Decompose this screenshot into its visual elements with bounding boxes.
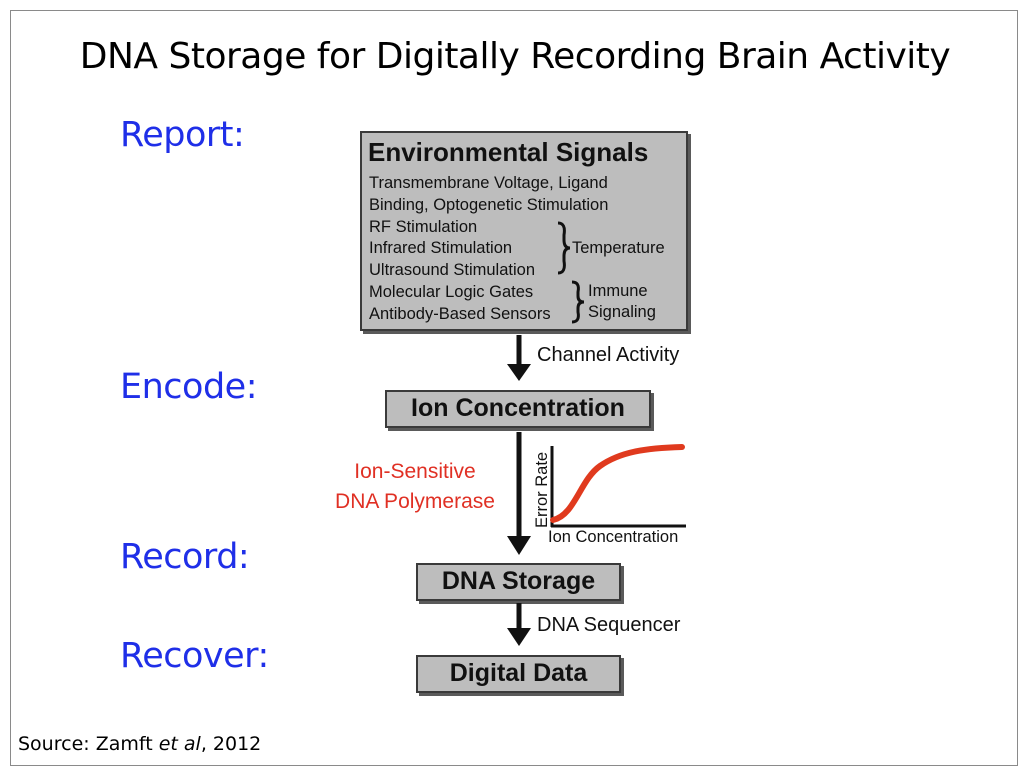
source-italic: et al [158, 733, 201, 755]
stage-recover-label: Recover: [120, 636, 269, 676]
environmental-signals-box: Environmental Signals Transmembrane Volt… [360, 131, 688, 331]
mini-chart-xlabel: Ion Concentration [548, 528, 679, 546]
signaling-label: Signaling [588, 303, 656, 321]
immune-brace [571, 280, 585, 324]
digital-data-box: Digital Data [416, 655, 621, 693]
temperature-label: Temperature [572, 239, 665, 257]
dna-storage-box: DNA Storage [416, 563, 621, 601]
dna-sequencer-label: DNA Sequencer [537, 614, 681, 636]
arrow-dna-sequencer [507, 603, 531, 646]
environmental-signals-title: Environmental Signals [368, 137, 649, 167]
env-line-antibody: Antibody-Based Sensors [369, 305, 551, 323]
source-citation: Source: Zamft et al, 2012 [18, 733, 261, 755]
arrow-polymerase [507, 432, 531, 555]
env-line-ultrasound: Ultrasound Stimulation [369, 261, 535, 279]
slide-frame [10, 10, 1018, 766]
ion-concentration-box: Ion Concentration [385, 390, 651, 428]
channel-activity-label: Channel Activity [537, 344, 680, 366]
polymerase-label-line1: Ion-Sensitive [354, 460, 476, 483]
temperature-brace [557, 221, 571, 275]
env-line-logic-gates: Molecular Logic Gates [369, 283, 534, 301]
immune-label: Immune [588, 282, 648, 300]
source-suffix: , 2012 [200, 733, 262, 755]
stage-report-label: Report: [120, 115, 245, 155]
polymerase-label-line2: DNA Polymerase [335, 490, 495, 513]
arrow-channel-activity [507, 335, 531, 381]
env-line-infrared: Infrared Stimulation [369, 239, 513, 257]
env-line-rf: RF Stimulation [369, 218, 478, 236]
mini-chart-curve [550, 444, 685, 523]
stage-encode-label: Encode: [120, 367, 258, 407]
env-line-binding: Binding, Optogenetic Stimulation [369, 196, 609, 214]
slide-title: DNA Storage for Digitally Recording Brai… [79, 36, 951, 77]
source-prefix: Source: Zamft [18, 733, 159, 755]
env-line-voltage: Transmembrane Voltage, Ligand [369, 174, 608, 192]
stage-record-label: Record: [120, 537, 250, 577]
